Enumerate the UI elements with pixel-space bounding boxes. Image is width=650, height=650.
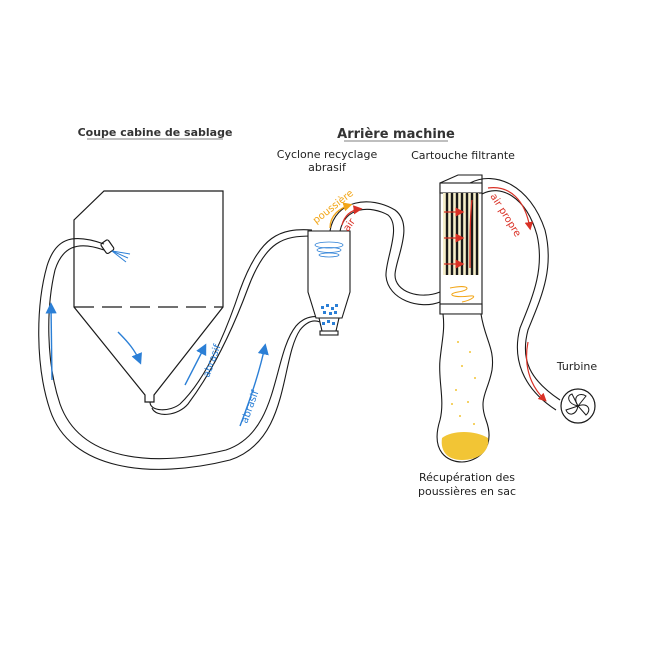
clean-air-arrow-top [487, 187, 534, 231]
abrasive-return-hose-outer [38, 238, 321, 470]
abrasive-label-upper: abrasif [201, 343, 223, 379]
falling-dust-particles [451, 341, 476, 425]
cyclone-vortex [314, 241, 344, 258]
clean-air-duct-outer [469, 178, 561, 401]
cyclone-abrasive-media [321, 304, 338, 325]
clean-air-duct-inner [481, 190, 557, 411]
blast-nozzle-icon [100, 239, 131, 263]
cartridge-label: Cartouche filtrante [411, 149, 515, 162]
cyclone-label-line2: abrasif [308, 161, 347, 174]
header-cabin-section: Coupe cabine de sablage [78, 126, 233, 139]
cyclone-separator [307, 230, 351, 336]
cabin-to-cyclone-hose-inner [151, 235, 313, 415]
filter-air-arrows [444, 199, 473, 269]
turbine-label: Turbine [556, 360, 598, 373]
abrasive-return-hose-inner [48, 245, 321, 460]
dust-swirl [449, 286, 475, 303]
abrasive-label-lower: abrasif [239, 389, 261, 425]
turbine-fan-icon [560, 388, 596, 424]
dust-flow-arrow [329, 202, 353, 229]
dust-collection-sack [436, 313, 494, 463]
header-machine-back: Arrière machine [337, 127, 455, 142]
cyclone-label-line1: Cyclone recyclage [277, 148, 378, 161]
clean-air-arrow-bottom [525, 341, 547, 402]
cabin-to-cyclone-hose-outer [149, 229, 313, 411]
air-flow-arrow [341, 205, 363, 226]
recovery-label-line1: Récupération des [419, 471, 515, 484]
cyclone-to-filter-pipe-outer [329, 201, 441, 296]
filter-cartridge-pleats [443, 193, 479, 275]
recovery-label-line2: poussières en sac [418, 485, 516, 498]
collected-dust [441, 432, 489, 460]
sandblasting-cabin [73, 190, 224, 403]
abrasive-flow-arrows [45, 261, 331, 427]
